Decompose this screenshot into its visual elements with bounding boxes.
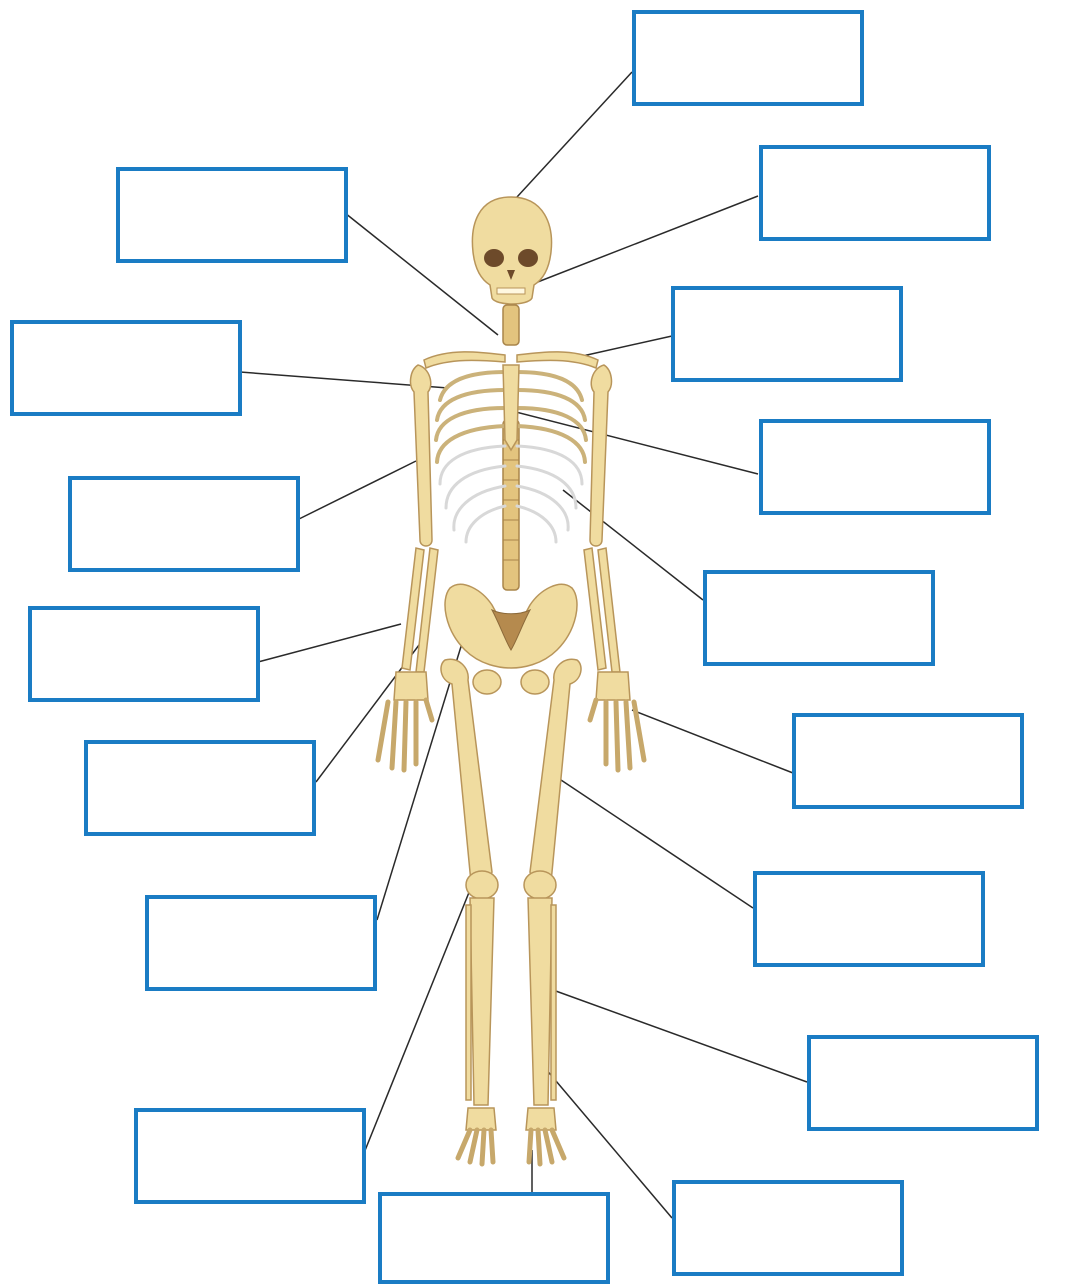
label-box[interactable] [671, 286, 903, 382]
label-box[interactable] [632, 10, 864, 106]
leader-line [517, 72, 632, 197]
label-box[interactable] [10, 320, 242, 416]
label-box[interactable] [134, 1108, 366, 1204]
label-box[interactable] [792, 713, 1024, 809]
label-box[interactable] [703, 570, 935, 666]
label-box[interactable] [759, 145, 991, 241]
leader-line [578, 336, 672, 357]
leader-line [558, 778, 753, 908]
label-box[interactable] [145, 895, 377, 991]
leader-line [297, 461, 416, 520]
label-box[interactable] [672, 1180, 904, 1276]
leader-line [258, 624, 401, 662]
leader-line [364, 880, 474, 1153]
leader-line [530, 196, 758, 285]
label-box[interactable] [84, 740, 316, 836]
feet [458, 1108, 564, 1164]
label-box[interactable] [378, 1192, 610, 1284]
label-box[interactable] [28, 606, 260, 702]
leader-line [508, 410, 758, 474]
label-box[interactable] [116, 167, 348, 263]
hands [378, 672, 644, 770]
label-box[interactable] [68, 476, 300, 572]
leader-line [553, 990, 807, 1082]
label-box[interactable] [807, 1035, 1039, 1131]
leader-line [563, 490, 703, 600]
leader-line [632, 710, 793, 773]
label-box[interactable] [759, 419, 991, 515]
legs [441, 659, 581, 1105]
skull [472, 197, 551, 304]
label-box[interactable] [753, 871, 985, 967]
